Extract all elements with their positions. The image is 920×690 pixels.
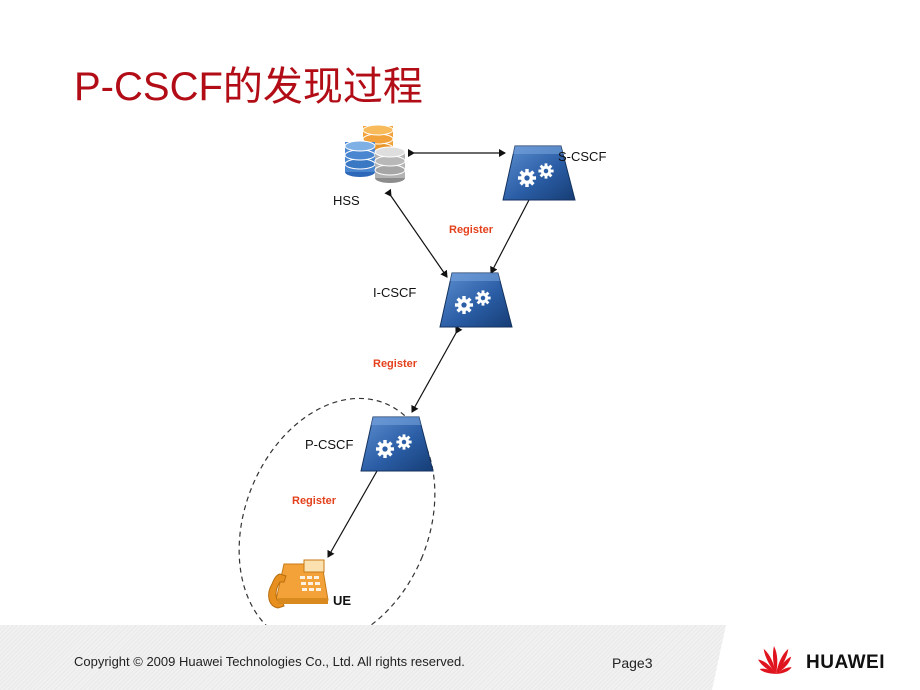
- register-label-pcscf: Register: [292, 495, 337, 507]
- phone-icon: [268, 559, 329, 609]
- register-label-scscf: Register: [449, 224, 494, 236]
- icscf-label: I-CSCF: [373, 285, 416, 300]
- copyright-text: Copyright © 2009 Huawei Technologies Co.…: [74, 654, 465, 669]
- pcscf-ue-arrow: [327, 463, 384, 558]
- hss-icscf-arrow: [384, 188, 448, 278]
- brand-name: HUAWEI: [806, 652, 885, 673]
- icscf-pcscf-arrow: [411, 325, 463, 413]
- register-label-icscf: Register: [373, 358, 418, 370]
- pcscf-label: P-CSCF: [305, 437, 353, 452]
- footer-logo-area: [712, 625, 920, 690]
- icscf-node-icon: [440, 273, 512, 327]
- pcscf-node-icon: [361, 417, 433, 471]
- scscf-label: S-CSCF: [558, 149, 606, 164]
- database-icon: [344, 124, 406, 183]
- huawei-logo-icon: [758, 646, 792, 674]
- page-number: Page3: [612, 655, 653, 671]
- ue-label: UE: [333, 593, 351, 608]
- scscf-icscf-arrow: [490, 190, 537, 274]
- page-title: P-CSCF的发现过程: [74, 65, 423, 109]
- hss-label: HSS: [333, 193, 360, 208]
